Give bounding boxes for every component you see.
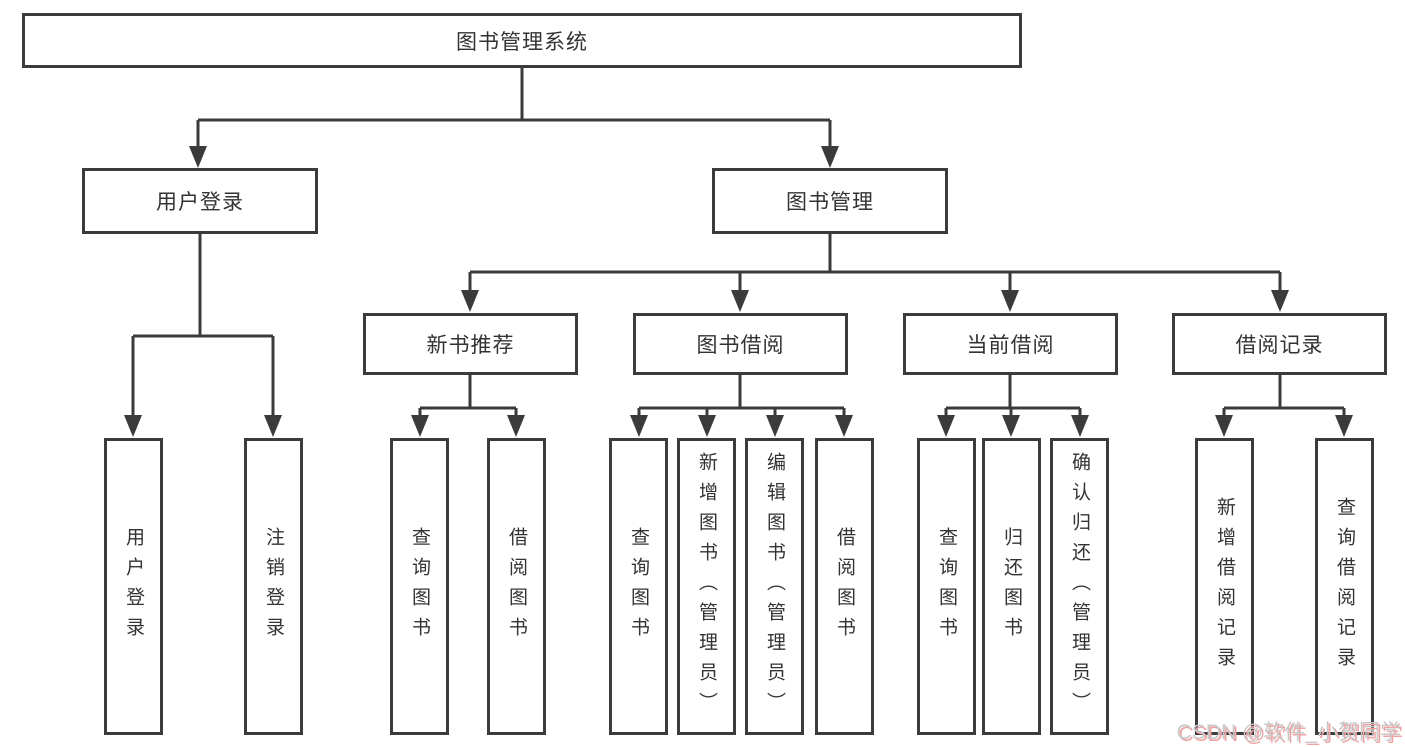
arrowhead [698,415,716,437]
node-library-management-system: 图书管理系统 [22,13,1022,68]
leaf-borrow-add-books-admin: 新增图书（管理员） [677,438,736,735]
leaf-current-query-books: 查询图书 [917,438,976,735]
leaf-label: 借阅图书 [506,526,527,647]
leaf-records-add-record: 新增借阅记录 [1195,438,1254,735]
node-label: 图书管理系统 [456,30,588,54]
leaf-borrow-borrow-books: 借阅图书 [815,438,874,735]
arrowhead [124,415,142,437]
node-label: 当前借阅 [966,334,1055,357]
node-label: 图书管理 [786,191,874,214]
node-current-borrowing: 当前借阅 [903,313,1118,375]
arrowhead [937,415,955,437]
leaf-label: 归还图书 [1001,526,1022,647]
arrowhead [461,290,479,312]
leaf-label: 编辑图书（管理员） [764,451,785,722]
leaf-label: 查询图书 [628,526,649,647]
connector-root-to-level1 [189,68,839,168]
arrowhead [821,146,839,168]
arrowhead [1271,290,1289,312]
leaf-label: 确认归还（管理员） [1069,451,1090,722]
node-label: 借阅记录 [1235,334,1324,357]
leaf-label: 查询借阅记录 [1334,496,1355,677]
arrowhead [411,415,429,437]
leaf-user-login-action: 用户登录 [104,438,163,735]
leaf-borrow-query-books: 查询图书 [609,438,668,735]
node-user-login: 用户登录 [82,168,318,234]
arrowhead [1002,415,1020,437]
arrowhead [731,290,749,312]
leaf-records-query-record: 查询借阅记录 [1315,438,1374,735]
node-book-management: 图书管理 [712,168,948,234]
leaf-label: 新增图书（管理员） [696,451,717,722]
node-label: 图书借阅 [696,334,785,357]
arrowhead [264,415,282,437]
arrowhead [1215,415,1233,437]
node-borrowing-records: 借阅记录 [1172,313,1387,375]
arrowhead [835,415,853,437]
csdn-watermark: CSDN @软件_小贺同学 [1176,721,1401,744]
leaf-label: 新增借阅记录 [1214,496,1235,677]
leaf-recommend-borrow-books: 借阅图书 [487,438,546,735]
leaf-label: 借阅图书 [834,526,855,647]
arrowhead [766,415,784,437]
arrowhead [1071,415,1089,437]
arrowhead [630,415,648,437]
connector-user-login-children [124,234,282,437]
leaf-logout: 注销登录 [244,438,303,735]
connector-borrowing-records-children [1215,375,1353,437]
arrowhead [1335,415,1353,437]
arrowhead [507,415,525,437]
node-label: 用户登录 [156,191,244,214]
leaf-recommend-query-books: 查询图书 [390,438,449,735]
node-new-book-recommend: 新书推荐 [363,313,578,375]
arrowhead [189,146,207,168]
connector-current-borrowing-children [937,375,1089,437]
leaf-current-return-books: 归还图书 [982,438,1041,735]
leaf-borrow-edit-books-admin: 编辑图书（管理员） [745,438,804,735]
node-book-borrowing: 图书借阅 [633,313,848,375]
leaf-label: 查询图书 [936,526,957,647]
leaf-current-confirm-return-admin: 确认归还（管理员） [1050,438,1109,735]
connector-book-borrowing-children [630,375,853,437]
leaf-label: 注销登录 [263,526,284,647]
arrowhead [1001,290,1019,312]
leaf-label: 查询图书 [409,526,430,647]
connector-new-book-recommend-children [411,375,525,437]
node-label: 新书推荐 [426,334,515,357]
connector-book-management-children [461,234,1289,312]
leaf-label: 用户登录 [123,526,144,647]
